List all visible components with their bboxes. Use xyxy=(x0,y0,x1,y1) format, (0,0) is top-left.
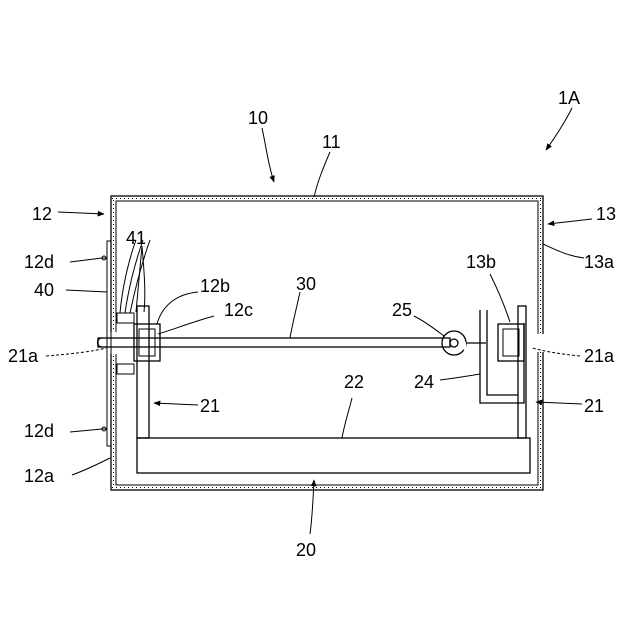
label-left-wall: 12 xyxy=(32,204,52,224)
label-housing: 10 xyxy=(248,108,268,128)
label-device: 1A xyxy=(558,88,580,108)
label-frame: 22 xyxy=(344,372,364,392)
label-bracket: 24 xyxy=(414,372,434,392)
label-outer-12a: 12a xyxy=(24,466,55,486)
leader-12 xyxy=(58,212,104,214)
leader-1A xyxy=(546,108,572,150)
leader-13 xyxy=(548,219,592,224)
label-pin-left: 21a xyxy=(8,346,39,366)
label-shaft: 30 xyxy=(296,274,316,294)
label-right-wall: 13 xyxy=(596,204,616,224)
label-plate: 40 xyxy=(34,280,54,300)
label-fastener-bottom: 12d xyxy=(24,421,54,441)
label-member-13b: 13b xyxy=(466,252,496,272)
leader-10 xyxy=(262,128,274,182)
leader-12a xyxy=(72,458,110,475)
leader-40 xyxy=(66,290,107,292)
leader-11 xyxy=(314,152,330,197)
label-hook: 25 xyxy=(392,300,412,320)
label-support-right: 21 xyxy=(584,396,604,416)
label-tray: 20 xyxy=(296,540,316,560)
leader-12d-bottom xyxy=(70,429,102,432)
label-pin-right: 21a xyxy=(584,346,615,366)
label-member-12b: 12b xyxy=(200,276,230,296)
label-outer-13a: 13a xyxy=(584,252,615,272)
leader-13a xyxy=(543,244,584,258)
leader-21a-left xyxy=(46,348,106,356)
label-wires: 41 xyxy=(126,228,146,248)
left-plate-assembly xyxy=(102,241,111,446)
leader-12d-top xyxy=(70,258,102,262)
label-member-12c: 12c xyxy=(224,300,253,320)
label-support-left: 21 xyxy=(200,396,220,416)
label-fastener-top: 12d xyxy=(24,252,54,272)
label-top-wall: 11 xyxy=(322,132,341,152)
